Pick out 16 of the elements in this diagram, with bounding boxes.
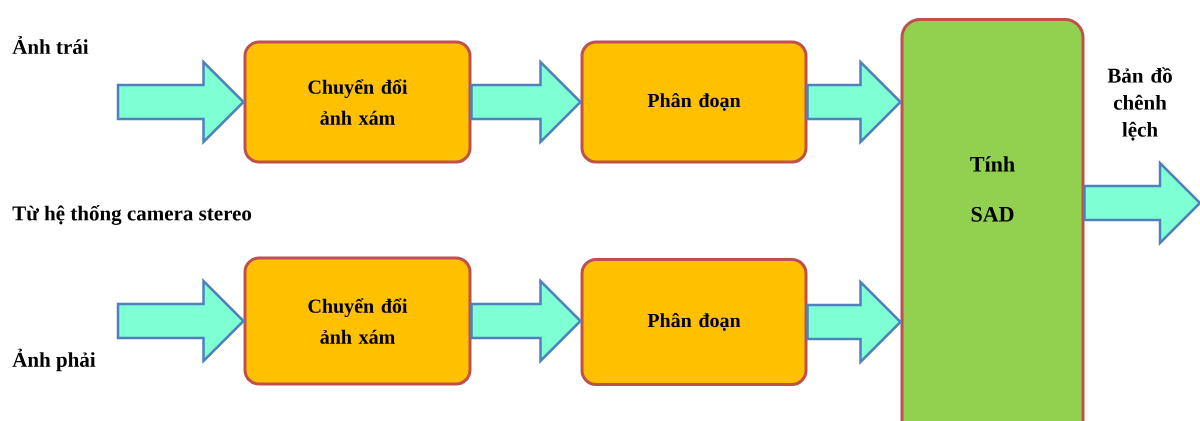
block-arrow <box>806 59 903 145</box>
block-arrow <box>470 59 583 145</box>
block-arrow <box>116 59 246 145</box>
text-label: Bản đồ chênh lệch <box>1107 67 1172 141</box>
text-label: Ảnh phải <box>12 348 96 372</box>
block-arrow <box>470 278 583 365</box>
process-box: Tính SAD <box>900 18 1085 421</box>
block-arrow <box>1083 160 1200 246</box>
text-label: Ảnh trái <box>12 35 89 55</box>
process-box: Phân đoạn <box>580 40 808 164</box>
text-label: Từ hệ thống camera stereo <box>12 205 252 225</box>
process-box: Chuyển đổi ảnh xám <box>243 40 472 164</box>
process-box: Chuyển đổi ảnh xám <box>243 256 472 386</box>
block-arrow <box>806 279 903 366</box>
block-arrow <box>116 278 246 365</box>
process-box: Phân đoạn <box>580 258 808 386</box>
